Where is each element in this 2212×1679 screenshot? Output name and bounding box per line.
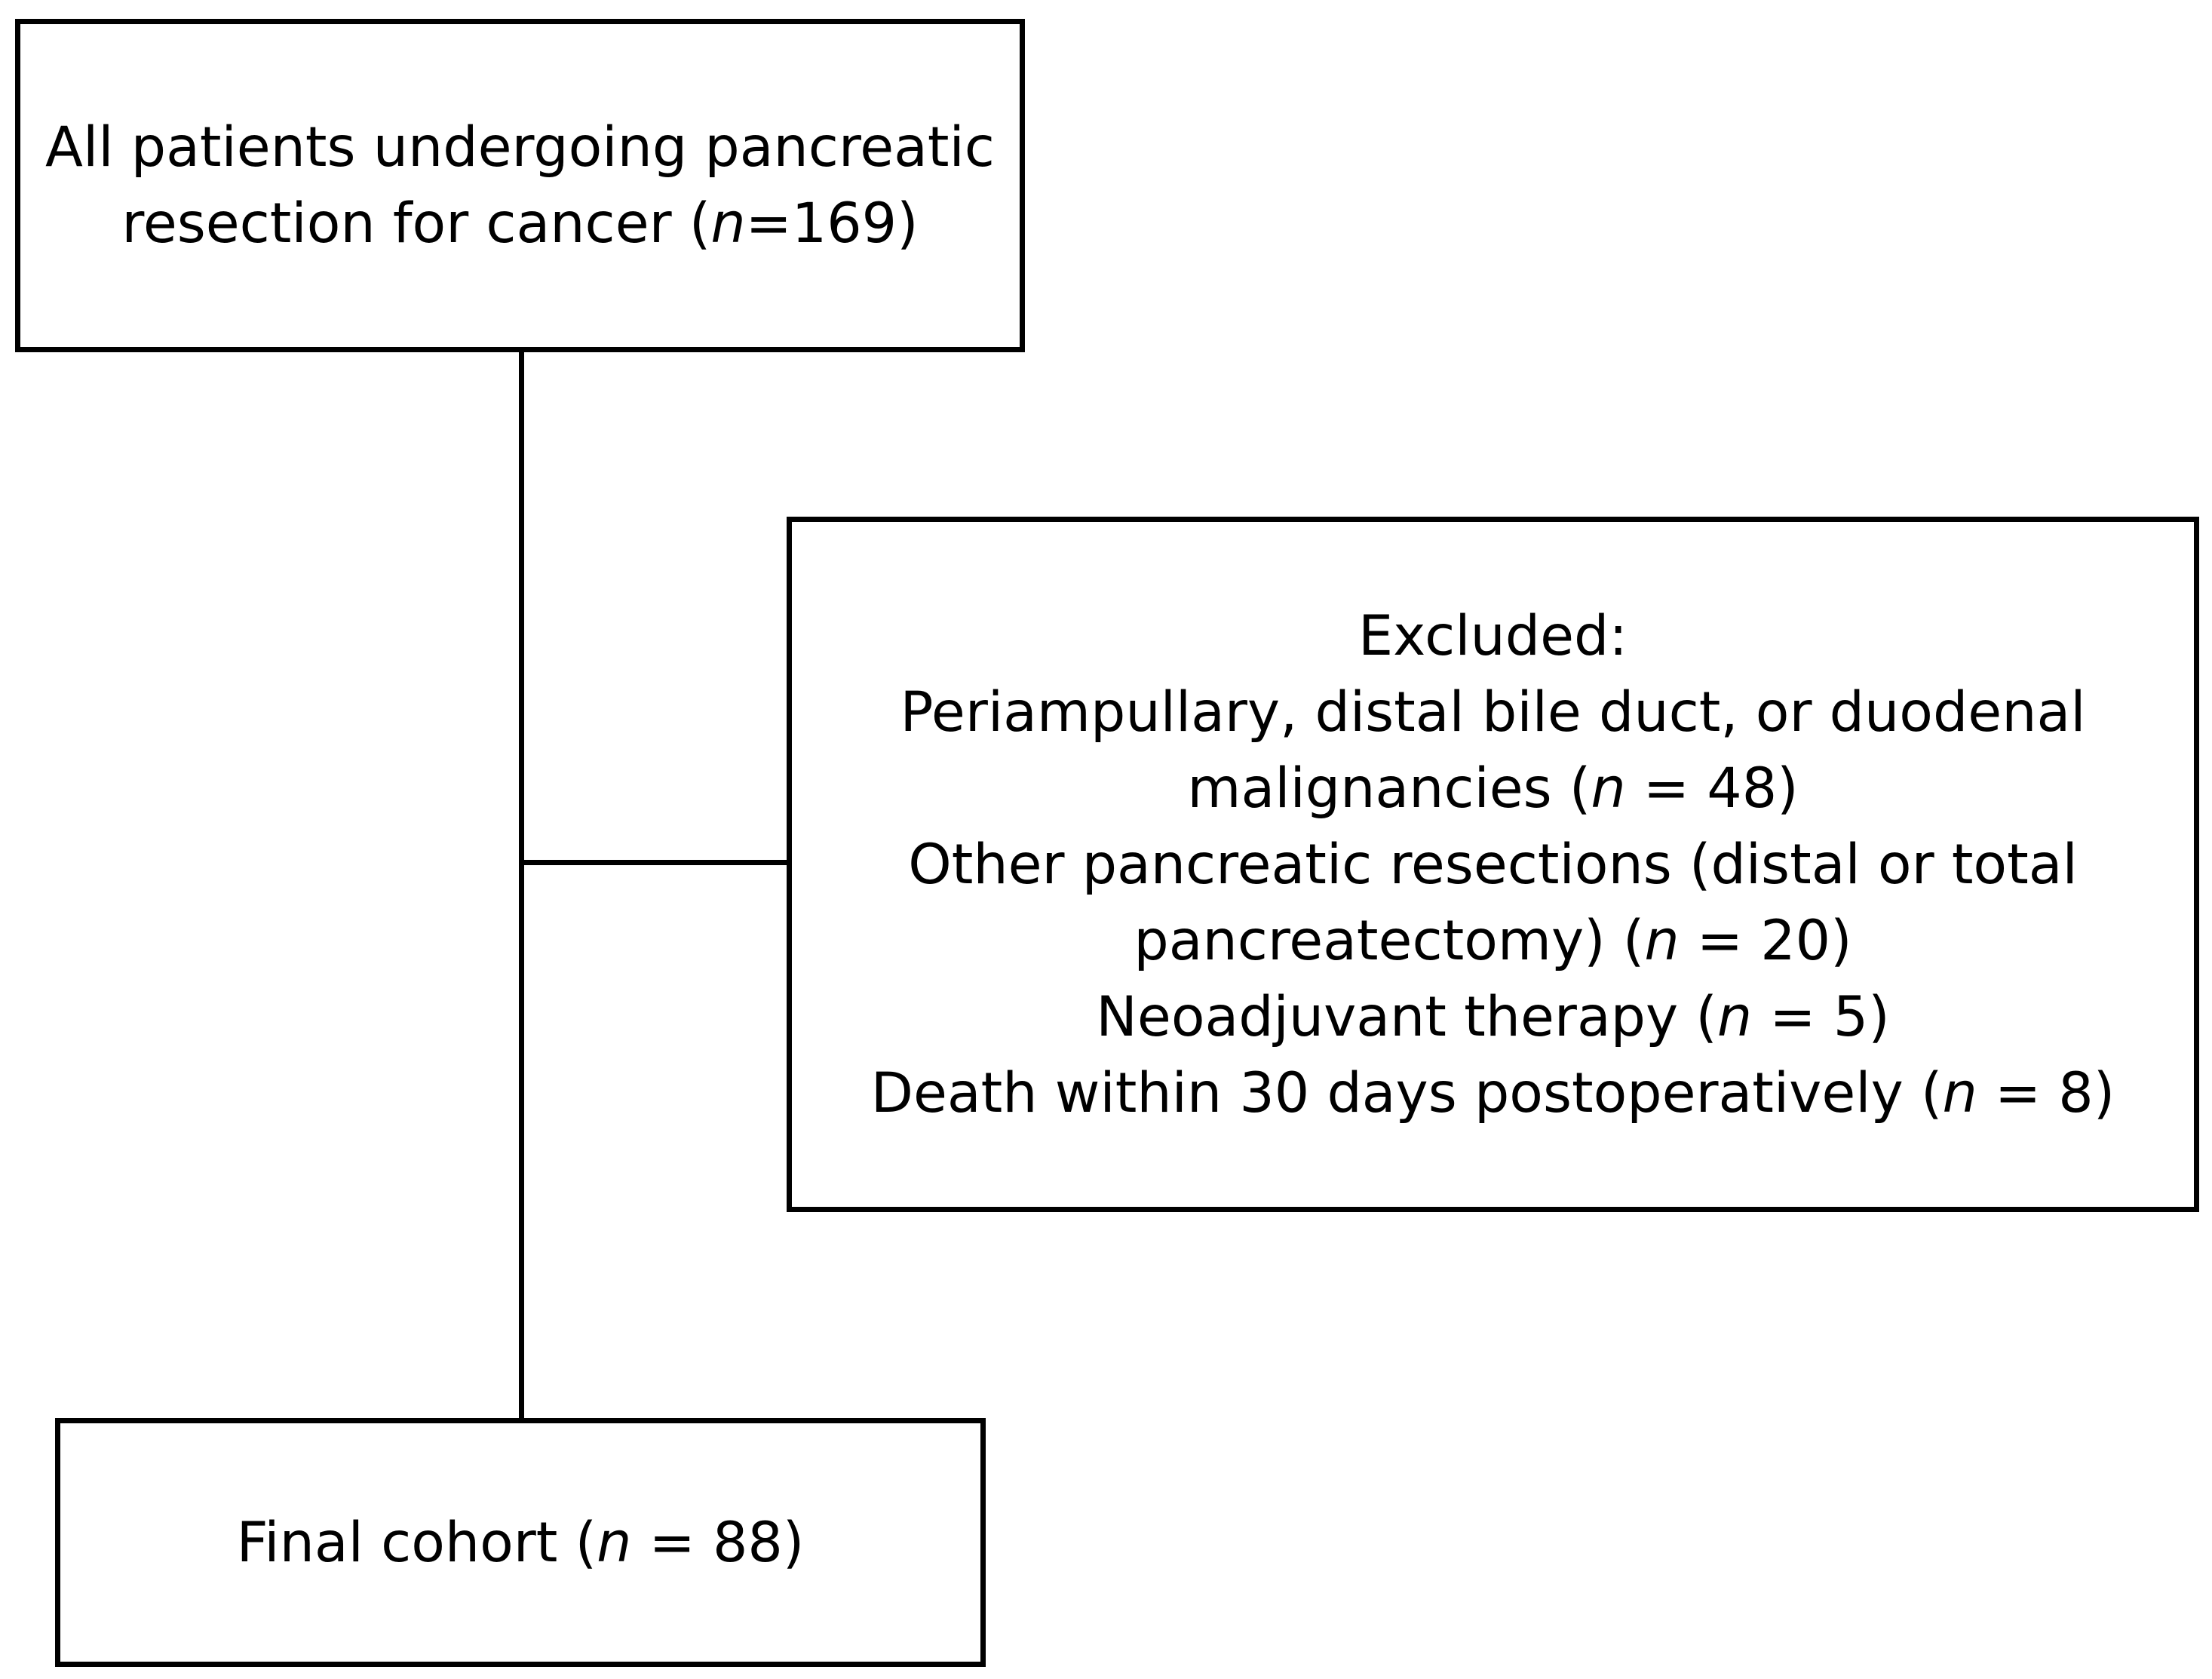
text-fragment: pancreatectomy) (: [1134, 908, 1645, 973]
text-fragment: Death within 30 days postoperatively (: [870, 1061, 1943, 1125]
text-fragment: Neoadjuvant therapy (: [1096, 984, 1717, 1049]
n-symbol: n: [1717, 984, 1753, 1049]
box-excluded: Excluded: Periampullary, distal bile duc…: [787, 517, 2199, 1212]
n-symbol: n: [710, 192, 746, 256]
box-all-patients-line2: resection for cancer (n=169): [121, 186, 918, 262]
count-value: = 48): [1625, 756, 1799, 821]
final-cohort-label: Final cohort (n = 88): [237, 1505, 805, 1581]
excluded-item1-line1: Periampullary, distal bile duct, or duod…: [900, 680, 2086, 744]
n-symbol: n: [1591, 756, 1626, 821]
excluded-item3: Neoadjuvant therapy (n = 5): [1096, 979, 1889, 1055]
excluded-item2-line2: pancreatectomy) (n = 20): [1134, 903, 1852, 979]
n-symbol: n: [1942, 1061, 1977, 1125]
excluded-heading: Excluded:: [1358, 603, 1628, 668]
n-symbol: n: [1644, 908, 1680, 973]
count-value: = 88): [631, 1510, 805, 1575]
text-fragment: malignancies (: [1187, 756, 1591, 821]
count-value: = 20): [1679, 908, 1852, 973]
box-all-patients: All patients undergoing pancreatic resec…: [15, 19, 1025, 352]
box-final-cohort: Final cohort (n = 88): [55, 1418, 986, 1667]
count-value: =169): [745, 192, 919, 256]
connector-vertical-main: [519, 352, 524, 1418]
excluded-item4: Death within 30 days postoperatively (n …: [871, 1055, 2115, 1131]
count-value: = 5): [1752, 984, 1890, 1049]
text-fragment: Final cohort (: [236, 1510, 597, 1575]
text-fragment: resection for cancer (: [121, 192, 711, 256]
count-value: = 8): [1977, 1061, 2115, 1125]
excluded-item2-line1: Other pancreatic resections (distal or t…: [908, 832, 2078, 897]
excluded-item1-line2: malignancies (n = 48): [1187, 750, 1798, 827]
connector-branch-excluded: [519, 860, 787, 865]
n-symbol: n: [597, 1510, 632, 1575]
box-all-patients-line1: All patients undergoing pancreatic: [45, 115, 995, 180]
